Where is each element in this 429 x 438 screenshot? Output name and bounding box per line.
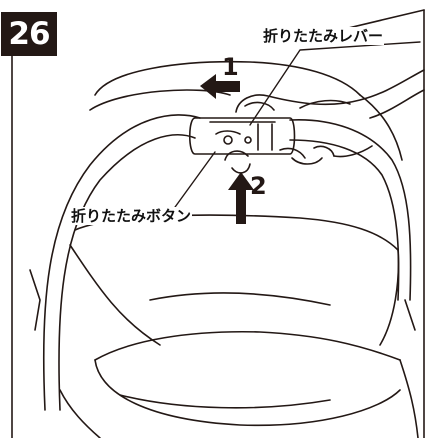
thumb-lower [224, 150, 249, 161]
arrow-up-icon [228, 172, 254, 224]
seat-bottom [94, 330, 401, 361]
handle-left-outer [42, 114, 201, 411]
hand-top [235, 69, 425, 113]
handle-right-outer [289, 119, 412, 301]
button-leader-line [169, 151, 216, 215]
folding-button-label: 折りたたみボタン [70, 207, 193, 225]
arrow-left-icon [200, 74, 240, 99]
folding-lever-label: 折りたたみレバー [262, 27, 385, 45]
step-1-marker: 1 [222, 53, 239, 81]
step-2-marker: 2 [250, 172, 267, 200]
folding-hinge [188, 117, 296, 155]
handle-left-inner [58, 134, 196, 411]
step-number-badge: 26 [1, 12, 57, 56]
canopy-top [94, 60, 361, 96]
